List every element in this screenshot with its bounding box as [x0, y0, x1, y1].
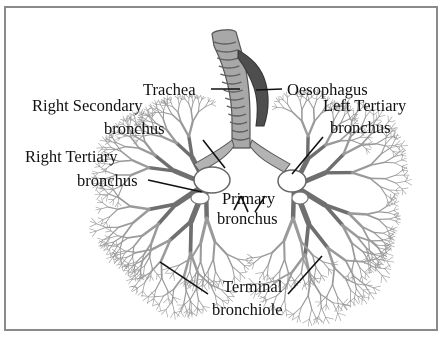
label-right-secondary-line2: bronchus: [104, 119, 165, 138]
label-terminal-line1: Terminal: [223, 277, 283, 296]
label-left-tertiary-line2: bronchus: [330, 118, 391, 137]
label-trachea: Trachea: [143, 80, 196, 99]
label-right-secondary-line1: Right Secondary: [32, 96, 143, 115]
label-terminal-line2: bronchiole: [212, 300, 283, 319]
label-right-tertiary-line2: bronchus: [77, 171, 138, 190]
label-right-tertiary-line1: Right Tertiary: [25, 147, 118, 166]
label-primary-line2: bronchus: [217, 209, 278, 228]
oesophagus-pointer: [256, 89, 282, 90]
label-primary-line1: Primary: [222, 189, 276, 208]
label-left-tertiary-line1: Left Tertiary: [323, 96, 407, 115]
